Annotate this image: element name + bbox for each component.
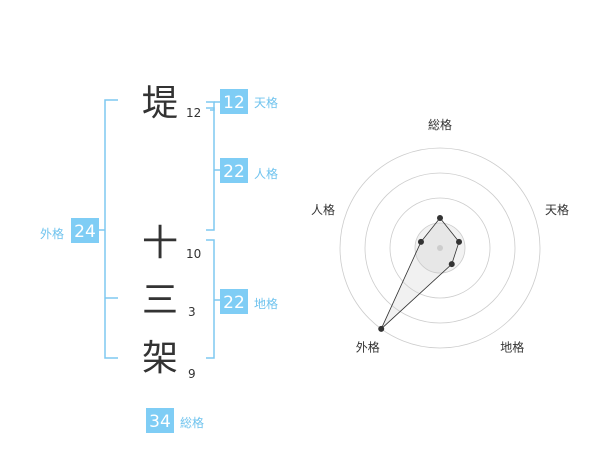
radar-point-1	[437, 215, 443, 221]
tenkaku-value: 12	[223, 93, 245, 113]
radar-axis-label-1: 総格	[428, 117, 452, 132]
radar-axis-label-4: 外格	[356, 340, 380, 355]
radar-point-4	[378, 325, 385, 332]
jinkaku-badge	[220, 158, 248, 183]
name-char-2: 十	[142, 223, 178, 264]
chikaku-badge	[220, 289, 248, 314]
soukaku-badge	[146, 408, 174, 433]
tenkaku-label: 天格	[254, 95, 278, 110]
radar-point-2	[456, 238, 463, 245]
radar-axis-label-3: 地格	[500, 340, 524, 355]
gaikaku-badge	[71, 218, 99, 243]
radar-ring-3	[364, 172, 516, 324]
jinkaku-value: 22	[223, 162, 245, 182]
jinkaku-bracket	[206, 107, 215, 231]
radar-point-3	[448, 261, 455, 268]
chikaku-label: 地格	[254, 296, 278, 311]
radar-point-5	[417, 238, 424, 245]
radar-series-line	[380, 217, 460, 330]
chikaku-value: 22	[223, 293, 245, 313]
radar-axis-label-2: 天格	[545, 202, 569, 217]
tenkaku-badge	[220, 89, 248, 114]
jinkaku-label: 人格	[254, 166, 278, 181]
gaikaku-value: 24	[74, 222, 96, 242]
gaikaku-label: 外格	[40, 226, 64, 241]
tenkaku-bracket	[206, 101, 215, 111]
stroke-count-2: 10	[186, 247, 201, 261]
stroke-count-3: 3	[188, 305, 196, 319]
soukaku-label: 総格	[180, 415, 204, 430]
name-char-4: 架	[142, 338, 178, 379]
gaikaku-bracket	[104, 99, 118, 359]
chikaku-bracket	[206, 239, 215, 359]
soukaku-value: 34	[149, 412, 171, 432]
stroke-count-4: 9	[188, 367, 196, 381]
stroke-count-1: 12	[186, 106, 201, 120]
radar-axis-label-5: 人格	[311, 202, 335, 217]
radar-ring-2	[389, 197, 491, 299]
name-char-3: 三	[142, 280, 178, 321]
radar-ring-4	[339, 147, 541, 349]
name-char-1: 堤	[142, 83, 178, 124]
radar-center	[437, 245, 443, 251]
